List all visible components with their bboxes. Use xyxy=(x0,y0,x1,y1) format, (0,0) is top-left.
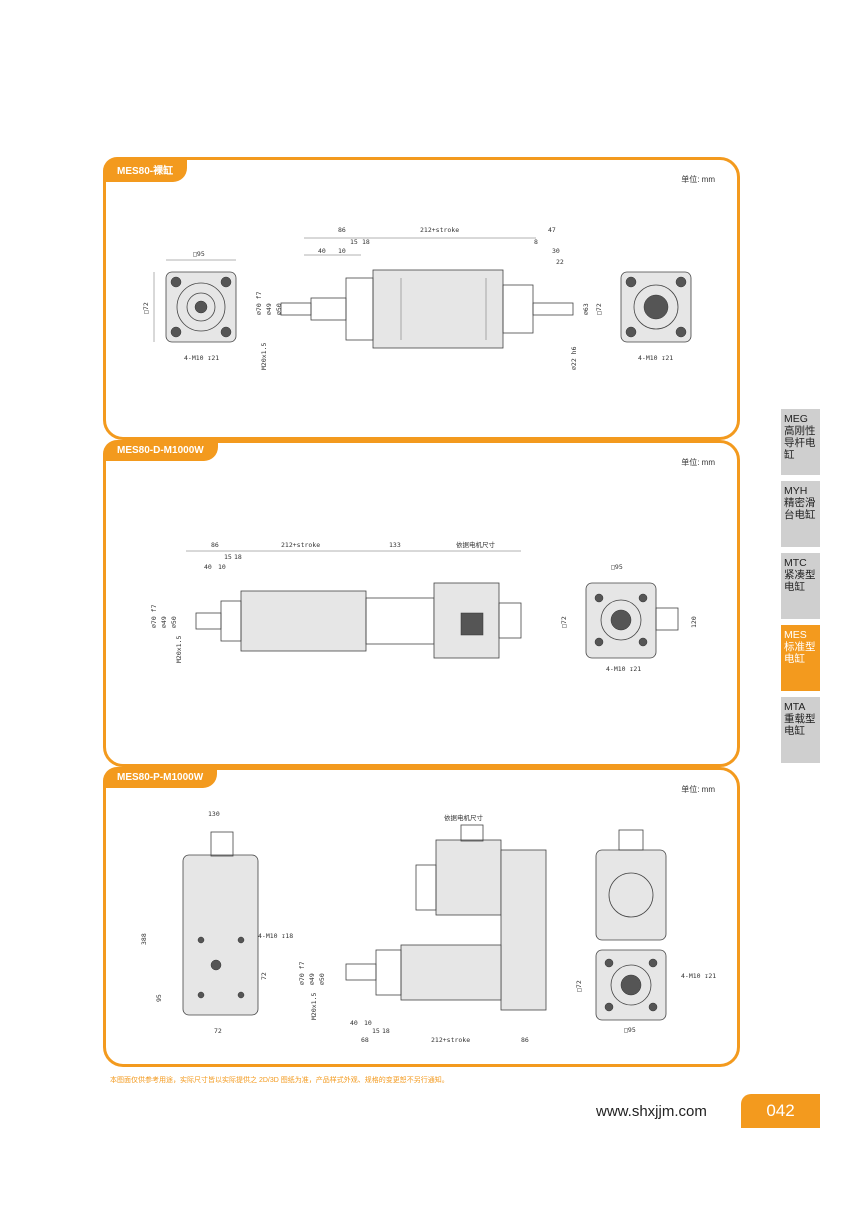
svg-text:∅50: ∅50 xyxy=(318,973,326,985)
svg-text:15: 15 xyxy=(372,1027,380,1035)
svg-text:4-M10 ↧18: 4-M10 ↧18 xyxy=(258,932,293,940)
svg-text:∅63: ∅63 xyxy=(582,303,590,315)
svg-text:18: 18 xyxy=(362,238,370,246)
svg-text:388: 388 xyxy=(140,933,148,945)
svg-text:15: 15 xyxy=(224,553,232,561)
svg-text:212+stroke: 212+stroke xyxy=(420,226,459,234)
panel-title: MES80-裸缸 xyxy=(103,157,188,182)
panel-mes80-p: MES80-P-M1000W 单位: mm 130 4-M10 ↧18 388 … xyxy=(103,767,740,1067)
side-view: 依据电机尺寸 ∅70 f7 ∅49 ∅50 M20x1.5 40 10 15 1… xyxy=(298,813,547,1044)
svg-text:86: 86 xyxy=(338,226,346,234)
svg-text:212+stroke: 212+stroke xyxy=(431,1036,470,1044)
svg-text:133: 133 xyxy=(389,541,401,549)
drawing-mes80-bare: □95 □72 4-M10 ↧21 86 40 10 15 18 212+str… xyxy=(142,226,692,370)
svg-text:M20x1.5: M20x1.5 xyxy=(175,636,183,663)
svg-text:18: 18 xyxy=(382,1027,390,1035)
svg-text:∅70 f7: ∅70 f7 xyxy=(298,961,306,985)
svg-text:∅50: ∅50 xyxy=(275,303,283,315)
drawing-mes80-d: 86 15 18 212+stroke 133 依据电机尺寸 40 10 ∅70… xyxy=(150,540,698,673)
svg-text:□72: □72 xyxy=(560,616,568,628)
svg-text:M20x1.5: M20x1.5 xyxy=(260,343,268,370)
svg-text:130: 130 xyxy=(208,810,220,818)
svg-text:□72: □72 xyxy=(575,980,583,992)
svg-text:M20x1.5: M20x1.5 xyxy=(310,993,318,1020)
svg-text:120: 120 xyxy=(690,616,698,628)
side-nav-item-myh[interactable]: MYH 精密滑台电缸 xyxy=(781,481,820,547)
svg-text:4-M10 ↧21: 4-M10 ↧21 xyxy=(184,354,219,362)
svg-text:∅70 f7: ∅70 f7 xyxy=(150,604,158,628)
svg-text:212+stroke: 212+stroke xyxy=(281,541,320,549)
svg-text:∅50: ∅50 xyxy=(170,616,178,628)
side-nav-item-meg[interactable]: MEG 高刚性导杆电缸 xyxy=(781,409,820,475)
svg-text:4-M10 ↧21: 4-M10 ↧21 xyxy=(681,972,716,980)
front-flange-view: □95 □72 4-M10 ↧21 xyxy=(142,250,237,362)
svg-text:18: 18 xyxy=(234,553,242,561)
rear-flange-view: 4-M10 ↧21 xyxy=(620,271,692,362)
unit-label: 单位: mm xyxy=(681,785,715,794)
svg-text:□95: □95 xyxy=(611,563,623,571)
svg-text:95: 95 xyxy=(155,994,163,1002)
side-nav-item-mtc[interactable]: MTC 紧凑型电缸 xyxy=(781,553,820,619)
panel-title: MES80-P-M1000W xyxy=(103,767,218,788)
website-url: www.shxjjm.com xyxy=(596,1103,707,1120)
svg-text:依据电机尺寸: 依据电机尺寸 xyxy=(444,813,484,822)
page-number: 042 xyxy=(741,1094,820,1128)
unit-label: 单位: mm xyxy=(681,458,715,467)
svg-text:□95: □95 xyxy=(624,1026,636,1034)
svg-text:10: 10 xyxy=(338,247,346,255)
svg-text:□95: □95 xyxy=(193,250,205,258)
svg-text:8: 8 xyxy=(534,238,538,246)
drawing-mes80-p: 130 4-M10 ↧18 388 72 95 72 依据电机尺寸 ∅70 f7… xyxy=(140,810,716,1044)
unit-label: 单位: mm xyxy=(681,175,715,184)
svg-text:86: 86 xyxy=(521,1036,529,1044)
svg-text:40: 40 xyxy=(318,247,326,255)
svg-text:10: 10 xyxy=(218,563,226,571)
svg-text:∅22 h6: ∅22 h6 xyxy=(570,346,578,370)
svg-text:∅70 f7: ∅70 f7 xyxy=(255,291,263,315)
svg-text:86: 86 xyxy=(211,541,219,549)
svg-text:依据电机尺寸: 依据电机尺寸 xyxy=(456,540,496,549)
side-nav-item-mta[interactable]: MTA 重载型电缸 xyxy=(781,697,820,763)
svg-text:68: 68 xyxy=(361,1036,369,1044)
end-view: □72 4-M10 ↧21 □95 xyxy=(575,829,716,1034)
svg-text:10: 10 xyxy=(364,1019,372,1027)
svg-text:72: 72 xyxy=(260,972,268,980)
svg-text:4-M10 ↧21: 4-M10 ↧21 xyxy=(606,665,641,673)
svg-text:□72: □72 xyxy=(595,303,603,315)
top-view: 130 4-M10 ↧18 388 72 95 72 xyxy=(140,810,293,1035)
svg-text:∅49: ∅49 xyxy=(308,973,316,985)
svg-text:□72: □72 xyxy=(142,302,150,314)
svg-text:15: 15 xyxy=(350,238,358,246)
side-nav: MEG 高刚性导杆电缸 MYH 精密滑台电缸 MTC 紧凑型电缸 MES 标准型… xyxy=(781,409,820,769)
side-nav-item-mes[interactable]: MES 标准型电缸 xyxy=(781,625,820,691)
svg-text:4-M10 ↧21: 4-M10 ↧21 xyxy=(638,354,673,362)
svg-text:∅49: ∅49 xyxy=(265,303,273,315)
svg-text:72: 72 xyxy=(214,1027,222,1035)
side-body-view: 86 40 10 15 18 212+stroke 47 8 30 22 ∅70… xyxy=(255,226,603,370)
panel-mes80-bare: MES80-裸缸 单位: mm □95 □72 4-M10 ↧21 xyxy=(103,157,740,440)
svg-text:40: 40 xyxy=(204,563,212,571)
svg-text:30: 30 xyxy=(552,247,560,255)
svg-text:47: 47 xyxy=(548,226,556,234)
svg-text:40: 40 xyxy=(350,1019,358,1027)
panel-mes80-d: MES80-D-M1000W 单位: mm 86 15 18 212+strok… xyxy=(103,440,740,767)
svg-text:∅49: ∅49 xyxy=(160,616,168,628)
side-body-view: 86 15 18 212+stroke 133 依据电机尺寸 40 10 ∅70… xyxy=(150,540,522,663)
end-flange-view: □95 □72 120 4-M10 ↧21 xyxy=(560,563,698,673)
panel-title: MES80-D-M1000W xyxy=(103,440,218,461)
footnote: 本图面仅供参考用途，实际尺寸皆以实际提供之 2D/3D 图纸为准，产品样式外观、… xyxy=(110,1077,449,1084)
svg-text:22: 22 xyxy=(556,258,564,266)
